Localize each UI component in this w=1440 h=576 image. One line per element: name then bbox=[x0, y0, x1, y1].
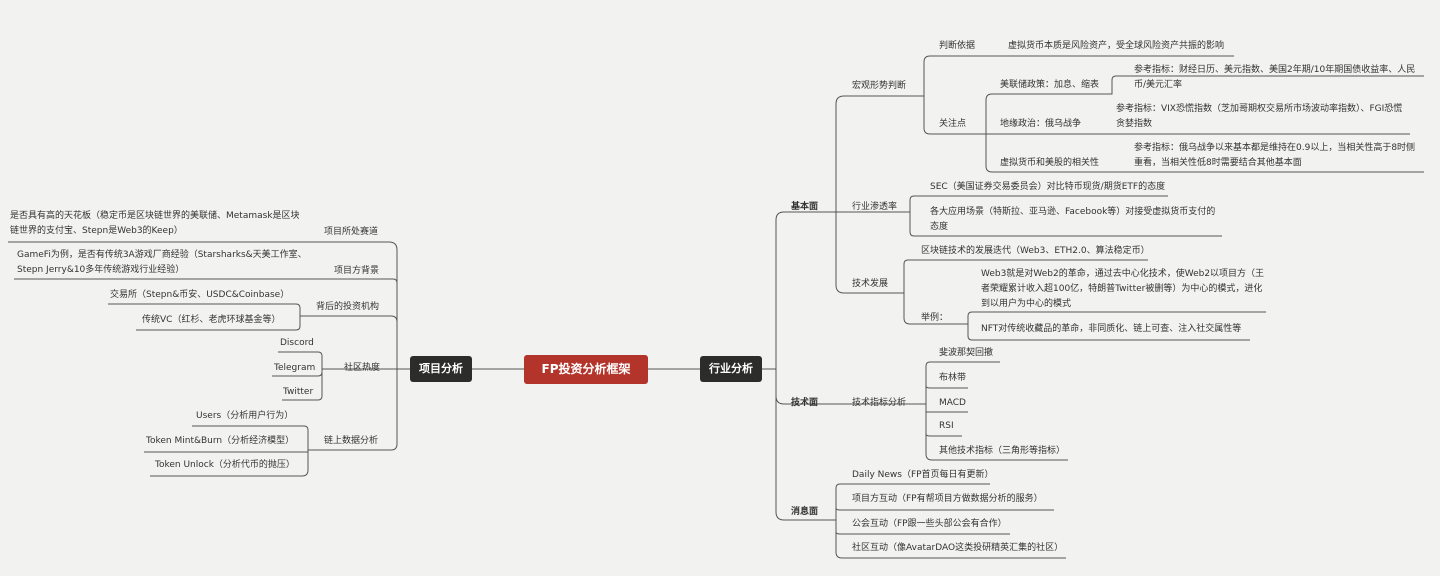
onchain-item[interactable]: Token Unlock（分析代币的抛压） bbox=[155, 460, 295, 470]
community-item[interactable]: Twitter bbox=[283, 387, 314, 397]
news-item[interactable]: Daily News（FP首页每日有更新） bbox=[852, 470, 994, 480]
basis-text[interactable]: 虚拟货币本质是风险资产，受全球风险资产共振的影响 bbox=[1008, 41, 1225, 51]
community-item[interactable]: Telegram bbox=[274, 363, 316, 373]
onchain-node[interactable]: 链上数据分析 bbox=[324, 436, 379, 446]
geo-label[interactable]: 地缘政治：俄乌战争 bbox=[1000, 119, 1082, 129]
tech-item[interactable]: 布林带 bbox=[939, 373, 967, 383]
apps-text[interactable]: 各大应用场景（特斯拉、亚马逊、Facebook等）对接受虚拟货币支付的态度 bbox=[930, 207, 1216, 232]
iteration-text[interactable]: 区块链技术的发展迭代（Web3、ETH2.0、算法稳定币） bbox=[921, 246, 1150, 256]
sec-text[interactable]: SEC（美国证券交易委员会）对比特币现货/期货ETF的态度 bbox=[930, 182, 1166, 192]
investors-node[interactable]: 背后的投资机构 bbox=[316, 302, 380, 312]
track-node[interactable]: 项目所处赛道 bbox=[324, 227, 379, 237]
background-text[interactable]: GameFi为例，是否有传统3A游戏厂商经验（Starsharks&天美工作室、… bbox=[17, 250, 307, 275]
news-node[interactable]: 消息面 bbox=[791, 507, 819, 517]
news-item[interactable]: 社区互动（像AvatarDAO这类投研精英汇集的社区） bbox=[852, 543, 1064, 553]
web3-text[interactable]: Web3就是对Web2的革命，通过去中心化技术，使Web2以项目方（王者荣耀累计… bbox=[981, 269, 1265, 309]
news-item[interactable]: 项目方互动（FP有帮项目方做数据分析的服务） bbox=[852, 494, 1043, 504]
fed-ref[interactable]: 参考指标：财经日历、美元指数、美国2年期/10年期国债收益率、人民币/美元汇率 bbox=[1134, 65, 1416, 90]
community-node[interactable]: 社区热度 bbox=[344, 363, 381, 373]
center-node[interactable]: FP投资分析框架 bbox=[524, 355, 648, 384]
focus-label[interactable]: 关注点 bbox=[939, 119, 967, 129]
basis-label[interactable]: 判断依据 bbox=[939, 41, 976, 51]
nft-text[interactable]: NFT对传统收藏品的革命，非同质化、链上可查、注入社交属性等 bbox=[981, 324, 1242, 334]
project-hub[interactable]: 项目分析 bbox=[410, 356, 472, 382]
fed-label[interactable]: 美联储政策：加息、缩表 bbox=[1000, 80, 1100, 90]
track-text[interactable]: 是否具有高的天花板（稳定币是区块链世界的美联储、Metamask是区块链世界的支… bbox=[10, 211, 300, 236]
industry-hub[interactable]: 行业分析 bbox=[700, 356, 762, 382]
technical-node[interactable]: 技术面 bbox=[791, 398, 819, 408]
example-label[interactable]: 举例： bbox=[921, 313, 949, 323]
tech-item[interactable]: 其他技术指标（三角形等指标） bbox=[939, 446, 1066, 456]
news-item[interactable]: 公会互动（FP跟一些头部公会有合作） bbox=[852, 519, 1007, 529]
investor-item[interactable]: 传统VC（红杉、老虎环球基金等） bbox=[142, 315, 281, 325]
tech-analysis-node[interactable]: 技术指标分析 bbox=[852, 398, 907, 408]
penetration-node[interactable]: 行业渗透率 bbox=[852, 202, 898, 212]
tech-item[interactable]: MACD bbox=[939, 398, 966, 408]
tech-item[interactable]: 斐波那契回撤 bbox=[939, 348, 994, 358]
community-item[interactable]: Discord bbox=[280, 338, 314, 348]
investor-item[interactable]: 交易所（Stepn&币安、USDC&Coinbase） bbox=[110, 290, 290, 300]
onchain-item[interactable]: Users（分析用户行为） bbox=[196, 411, 294, 421]
macro-node[interactable]: 宏观形势判断 bbox=[852, 81, 907, 91]
corr-label[interactable]: 虚拟货币和美股的相关性 bbox=[1000, 158, 1100, 168]
geo-ref[interactable]: 参考指标：VIX恐慌指数（芝加哥期权交易所市场波动率指数）、FGI恐慌贪婪指数 bbox=[1116, 104, 1403, 129]
fundamental-node[interactable]: 基本面 bbox=[791, 202, 819, 212]
onchain-item[interactable]: Token Mint&Burn（分析经济模型） bbox=[146, 436, 295, 446]
background-node[interactable]: 项目方背景 bbox=[334, 266, 380, 276]
tech-item[interactable]: RSI bbox=[939, 421, 954, 431]
tech-dev-node[interactable]: 技术发展 bbox=[852, 279, 889, 289]
corr-ref[interactable]: 参考指标：俄乌战争以来基本都是维持在0.9以上，当相关性高于8时侧重看，当相关性… bbox=[1134, 143, 1416, 168]
